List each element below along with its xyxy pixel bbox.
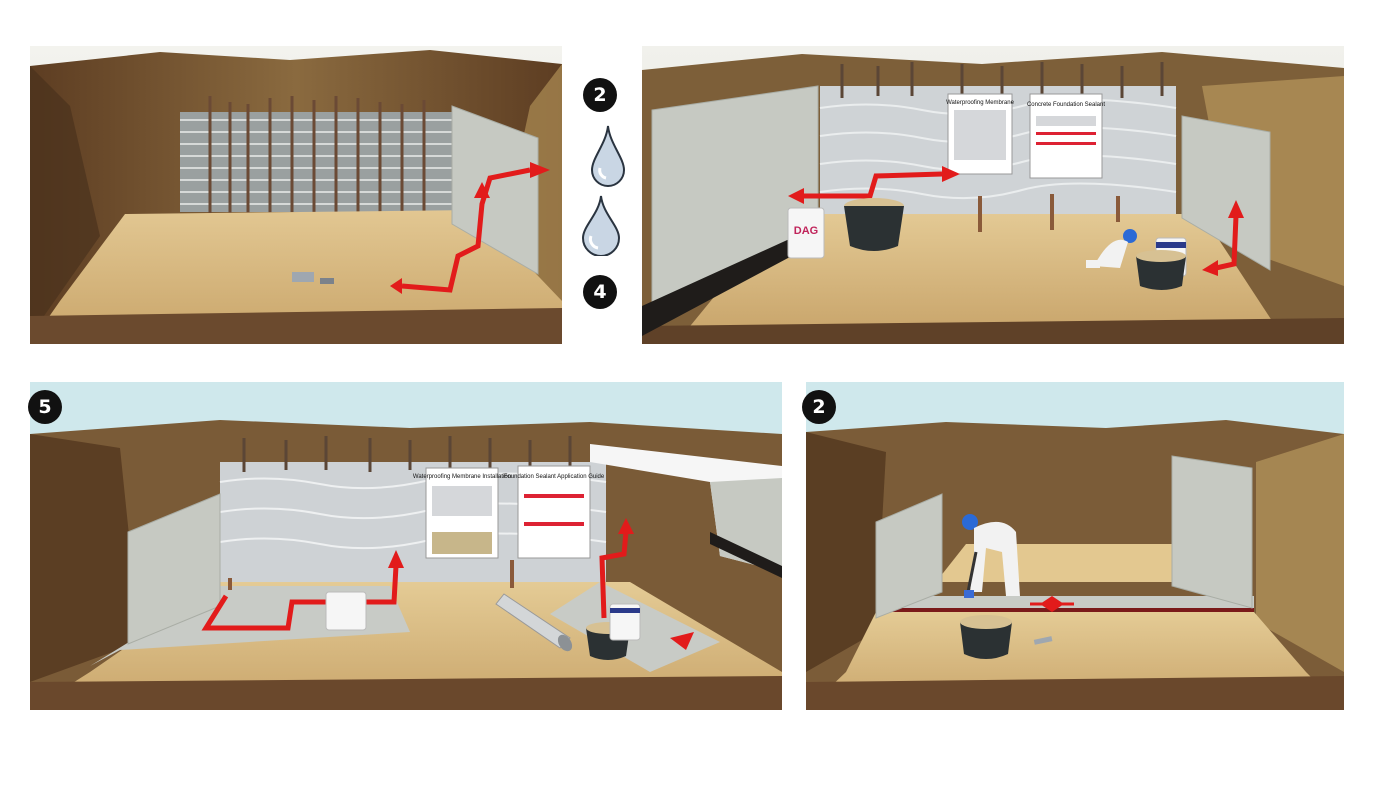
- poster-title: Waterproofing Membrane: [946, 100, 1014, 106]
- excavation-panel-4: [806, 382, 1344, 710]
- poster-title: Waterproofing Membrane Installation: [413, 474, 511, 480]
- excavation-panel-3: Waterproofing Membrane Installation Foun…: [30, 382, 782, 710]
- bucket-label: DAG: [794, 225, 818, 237]
- step-badge: 4: [583, 275, 617, 309]
- water-drop-icon: [581, 195, 621, 256]
- excavation-panel-2: Waterproofing Membrane Concrete Foundati…: [642, 46, 1344, 344]
- excavation-panel-1: [30, 46, 562, 344]
- pipe: [495, 593, 573, 652]
- water-drop-icon: [590, 125, 626, 187]
- step-badge: 2: [802, 390, 836, 424]
- poster-title: Concrete Foundation Sealant: [1027, 102, 1105, 108]
- poster-title: Foundation Sealant Application Guide: [504, 474, 605, 480]
- step-badge: 5: [28, 390, 62, 424]
- worker: [962, 514, 1020, 598]
- worker: [1086, 229, 1137, 268]
- step-badge: 2: [583, 78, 617, 112]
